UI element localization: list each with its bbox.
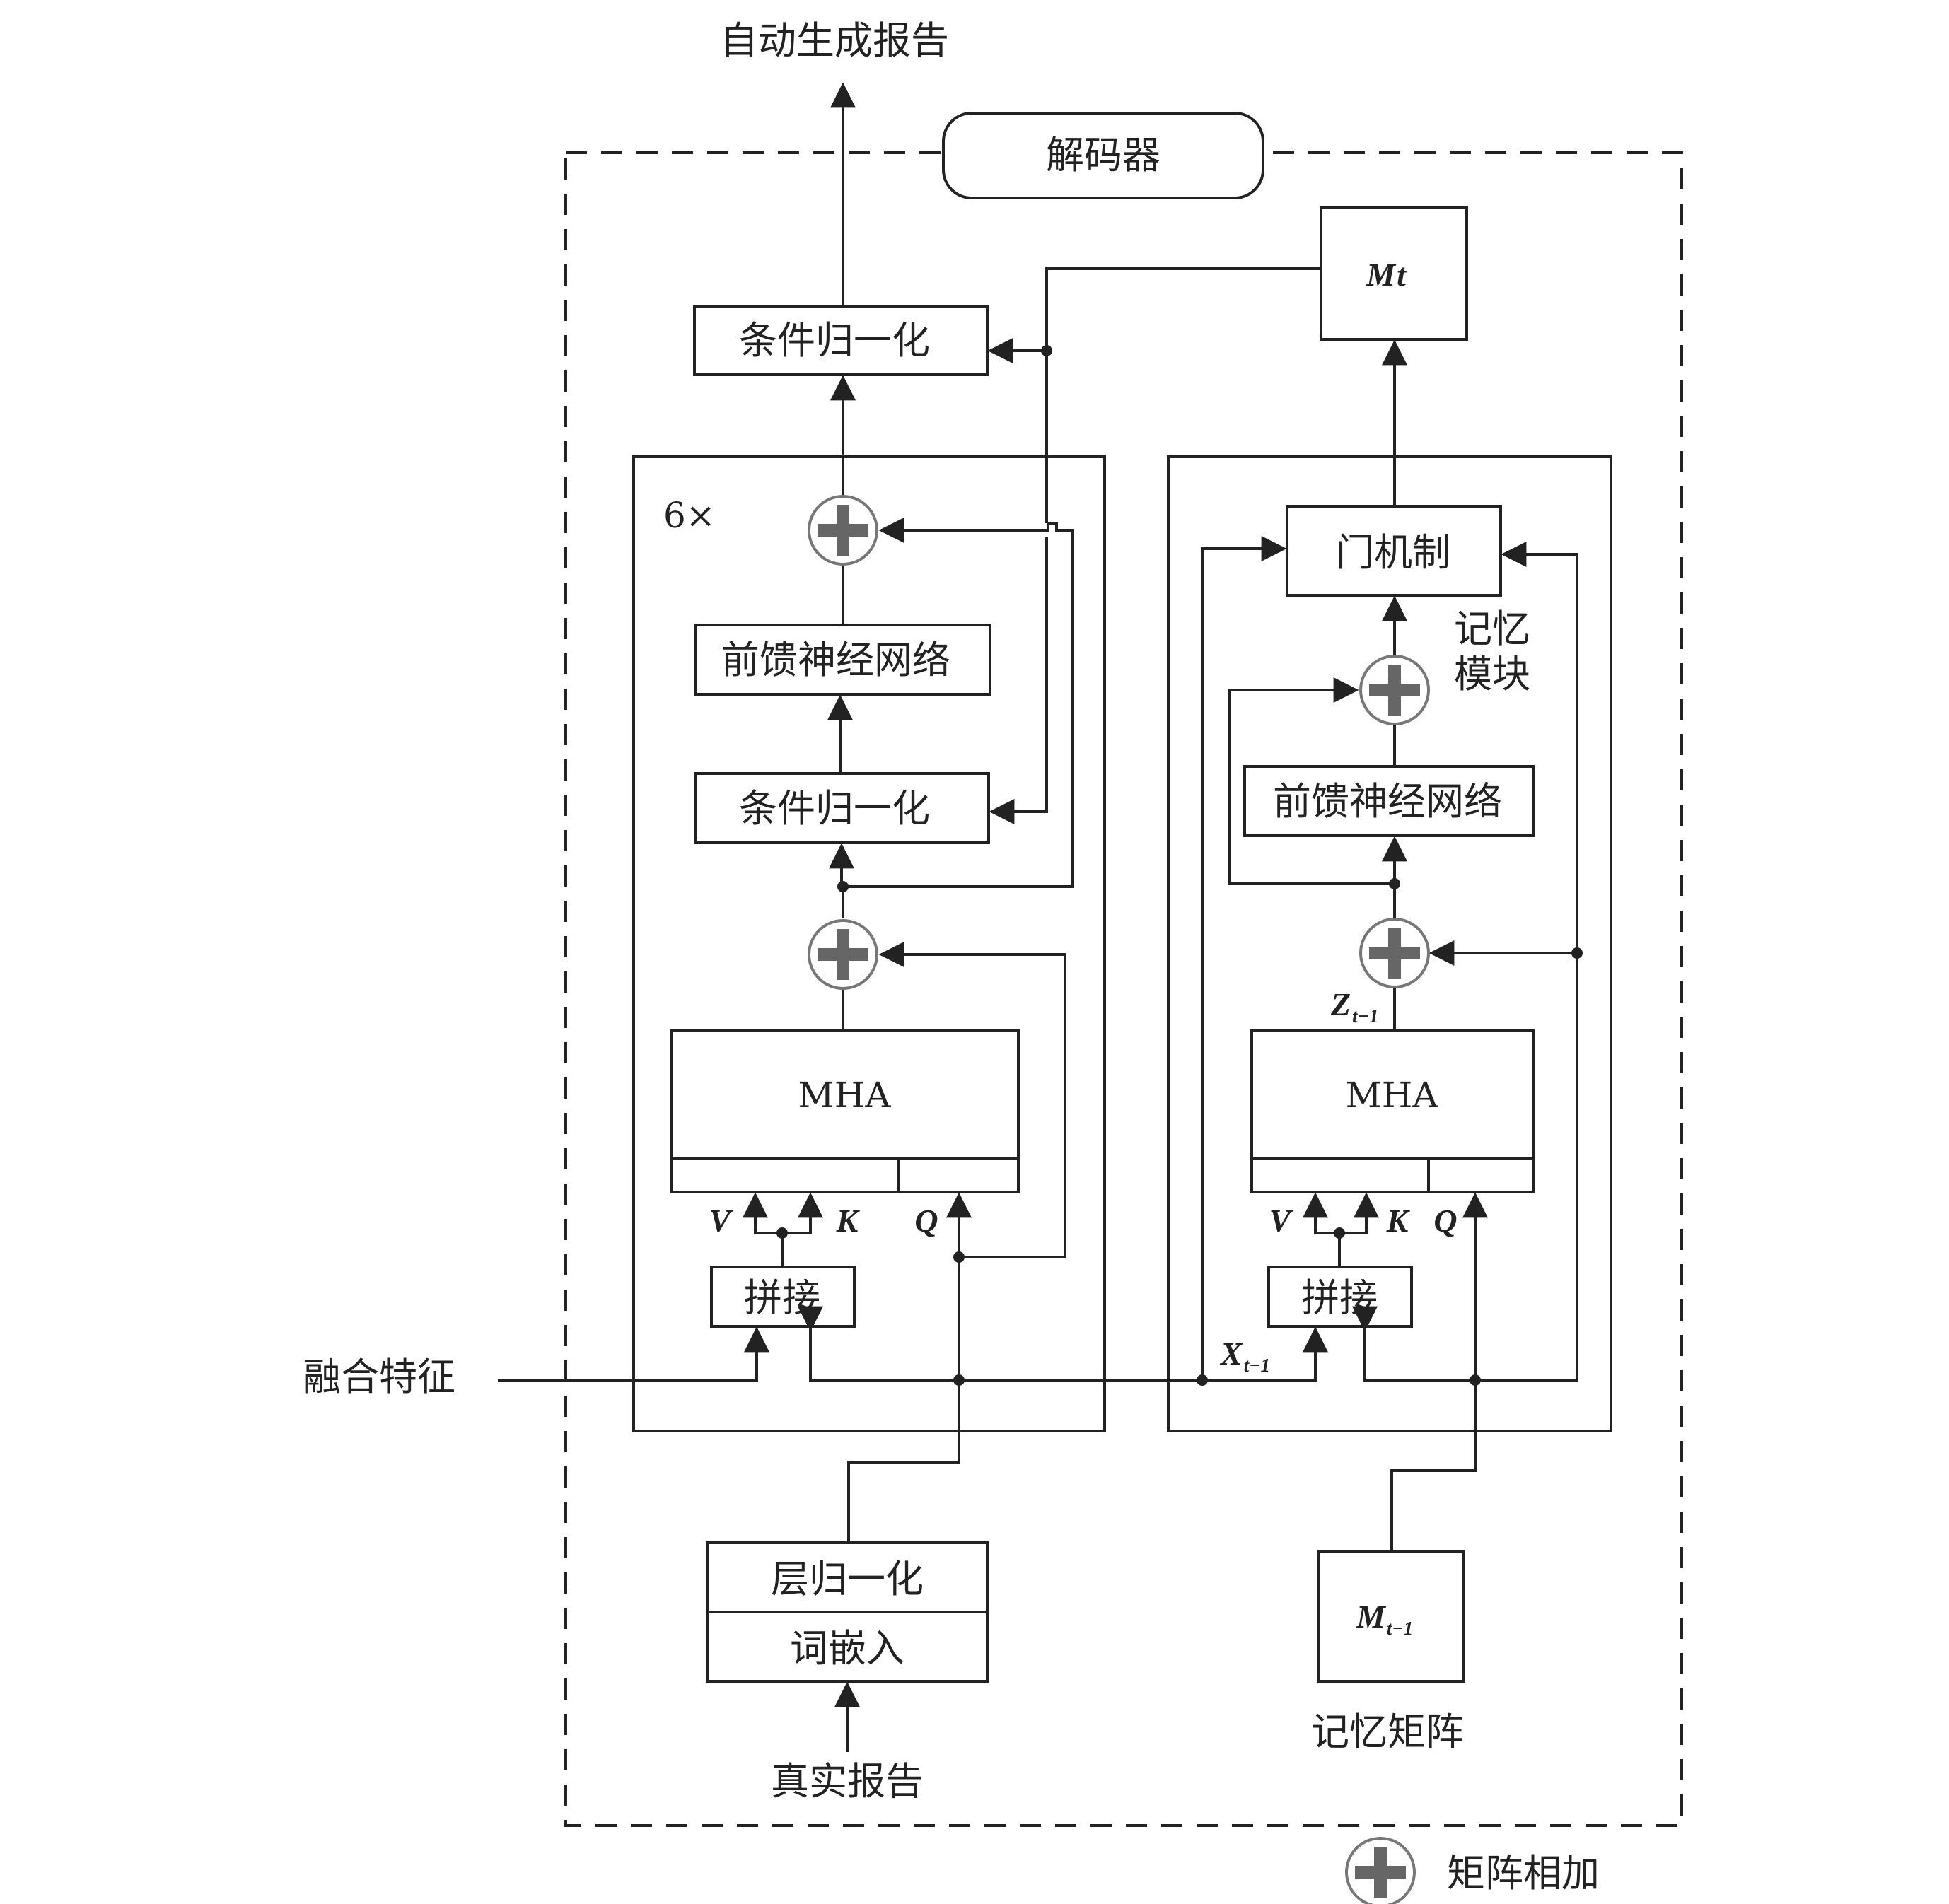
cond-norm-top-label: 条件归一化 xyxy=(739,318,930,363)
cond-norm-top-box xyxy=(693,305,989,376)
junction-dots xyxy=(776,345,1583,1386)
mha-left-label: MHA xyxy=(798,1075,892,1116)
gate-label: 门机制 xyxy=(1336,530,1450,575)
mha-right-label: MHA xyxy=(1346,1075,1439,1116)
decoder-layer-block xyxy=(632,455,1106,1432)
add-left-bottom-icon xyxy=(808,919,878,990)
memory-matrix-label: 记忆矩阵 xyxy=(1311,1710,1464,1754)
z-label: Zt−1 xyxy=(1330,986,1378,1027)
v-right-label: V xyxy=(1269,1203,1293,1239)
word-embed-label: 词嵌入 xyxy=(790,1626,904,1671)
real-report-label: 真实报告 xyxy=(771,1759,924,1804)
add-right-top-icon xyxy=(1359,655,1430,725)
cond-norm-mid-box xyxy=(694,772,990,844)
x-label: Xt−1 xyxy=(1219,1336,1270,1376)
mt-label: Mt xyxy=(1366,257,1407,293)
k-right-label: K xyxy=(1386,1203,1411,1239)
memory-module-label-1: 记忆 xyxy=(1454,607,1530,651)
mha-left-box xyxy=(670,1029,1020,1193)
ffn-left-label: 前馈神经网络 xyxy=(721,638,950,682)
concat-right-label: 拼接 xyxy=(1301,1275,1378,1320)
output-label: 自动生成报告 xyxy=(720,18,949,63)
layer-norm-label: 层归一化 xyxy=(771,1557,924,1601)
repeat-label: 6× xyxy=(663,495,716,536)
legend-label: 矩阵相加 xyxy=(1447,1851,1600,1896)
mprev-label: Mt−1 xyxy=(1356,1599,1413,1639)
mt-box xyxy=(1320,206,1468,341)
ffn-left-box xyxy=(694,624,991,696)
q-right-label: Q xyxy=(1433,1203,1457,1239)
k-left-label: K xyxy=(836,1203,861,1239)
concat-left-label: 拼接 xyxy=(744,1275,820,1320)
memory-module-label-2: 模块 xyxy=(1454,652,1530,696)
decoder-title-box xyxy=(942,112,1264,199)
cond-norm-mid-label: 条件归一化 xyxy=(739,786,930,831)
decoder-title: 解码器 xyxy=(1046,133,1160,177)
memory-block xyxy=(1167,455,1612,1432)
add-right-bottom-icon xyxy=(1359,918,1430,988)
legend-add-icon xyxy=(1345,1837,1416,1904)
ffn-right-label: 前馈神经网络 xyxy=(1273,779,1502,824)
mprev-box xyxy=(1317,1550,1465,1683)
v-left-label: V xyxy=(709,1203,733,1239)
q-left-label: Q xyxy=(914,1203,938,1239)
add-left-top-icon xyxy=(808,495,878,566)
decoder-frame xyxy=(564,151,1683,1827)
fused-features-label: 融合特征 xyxy=(303,1355,455,1399)
